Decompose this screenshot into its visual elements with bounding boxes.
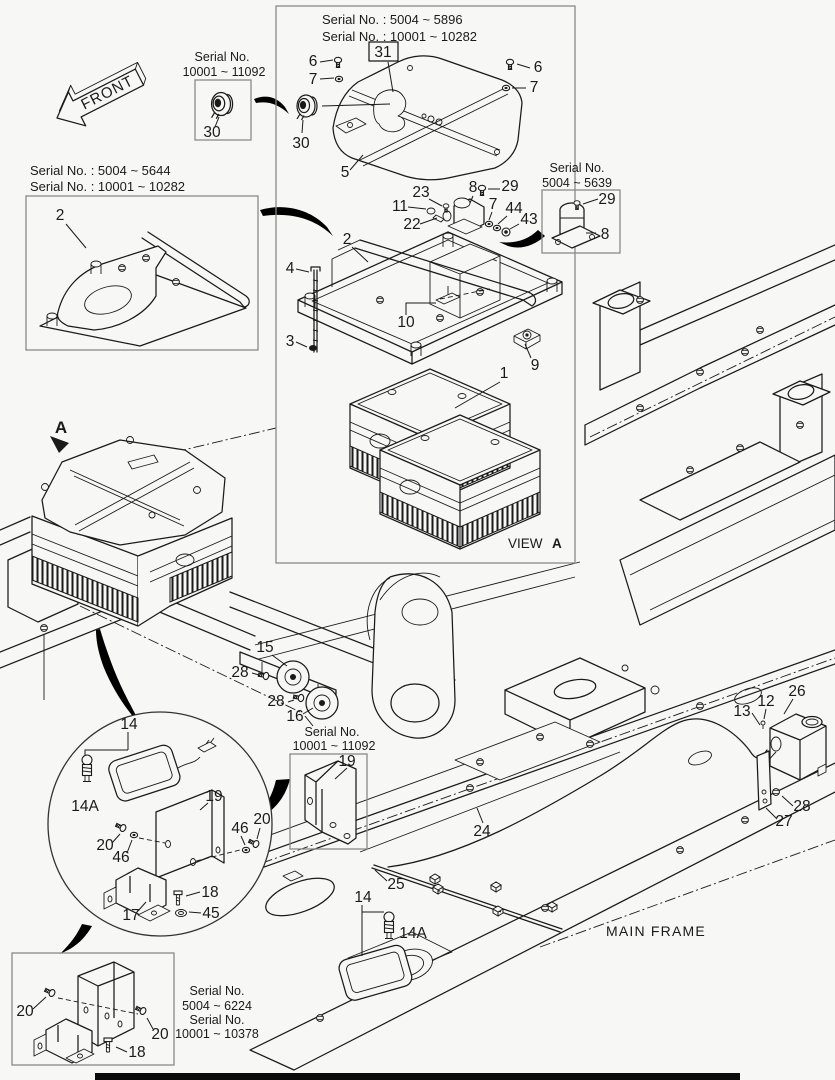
callout-18-box: 18: [128, 1044, 145, 1061]
callout-4: 4: [286, 260, 295, 277]
callout-14a-bottom: 14A: [399, 925, 427, 942]
callout-20-circle-right: 20: [253, 811, 271, 828]
serial-grommet-1: Serial No.: [195, 50, 250, 64]
callout-46-right: 46: [231, 820, 248, 837]
relay-inset-box: Serial No. 5004 ~ 5639 29 8: [541, 161, 621, 254]
grommet-main: 30: [292, 94, 391, 152]
serial-grommet-2: 10001 ~ 11092: [183, 65, 266, 79]
callout-5: 5: [341, 164, 350, 181]
callout-10: 10: [397, 314, 415, 331]
callout-6-left: 6: [309, 53, 318, 70]
horn-bracket-inset-box: Serial No. 10001 ~ 11092 19: [289, 725, 376, 850]
callout-8-center: 8: [469, 179, 478, 196]
callout-3: 3: [286, 333, 295, 350]
callout-19-inset: 19: [338, 753, 355, 770]
callout-28-horn2: 28: [267, 693, 284, 710]
leader-5: [349, 154, 364, 171]
lamp-bracket-inset-box: 20 20 18: [11, 952, 175, 1066]
callout-26: 26: [788, 683, 805, 700]
callout-9: 9: [531, 357, 540, 374]
callout-11: 11: [392, 198, 408, 215]
main-frame-label: MAIN FRAME: [606, 923, 706, 939]
callout-8-inset: 8: [601, 226, 610, 243]
callout-30-inset: 30: [203, 124, 221, 141]
callout-31: 31: [374, 44, 391, 61]
callout-14a-circle: 14A: [71, 798, 99, 815]
callout-7-left: 7: [309, 71, 318, 88]
callout-46-left: 46: [112, 849, 129, 866]
battery-tray-drawing: 2 4 3 10 9: [286, 231, 563, 374]
callout-28-tank: 28: [793, 798, 810, 815]
grommet-inset-box: Serial No. 10001 ~ 11092 30: [183, 50, 266, 141]
serial-tray-2: Serial No. : 10001 ~ 10282: [30, 179, 185, 194]
top-cover-serial-block: Serial No. : 5004 ~ 5896 Serial No. : 10…: [322, 12, 477, 44]
callout-27: 27: [775, 813, 792, 830]
callout-30-main: 30: [292, 135, 310, 152]
callout-7-center: 7: [489, 196, 498, 213]
callout-29-inset: 29: [598, 191, 615, 208]
callout-23: 23: [412, 184, 429, 201]
horn-assembly: 15 28 28 16: [231, 639, 339, 727]
view-a-caption: VIEW A: [508, 536, 562, 551]
serial-relay-1: Serial No.: [550, 161, 605, 175]
serial-tray-1: Serial No. : 5004 ~ 5644: [30, 163, 171, 178]
serial-lampbr-3: Serial No.: [190, 1013, 245, 1027]
view-marker-letter: A: [55, 418, 67, 437]
lamp-bracket-serial-block: Serial No. 5004 ~ 6224 Serial No. 10001 …: [175, 984, 259, 1041]
callout-29-center: 29: [501, 178, 518, 195]
callout-12: 12: [757, 693, 774, 710]
callout-18-circle: 18: [201, 884, 218, 901]
callout-22: 22: [403, 216, 420, 233]
callout-14-circle: 14: [120, 716, 138, 733]
main-frame-drawing: [0, 244, 835, 1071]
callout-16: 16: [286, 708, 303, 725]
callout-45: 45: [202, 905, 219, 922]
callout-20-circle-left: 20: [96, 837, 114, 854]
lamp-detail-circle: 14 14A 19 20 46 46 20 18 45: [47, 711, 273, 937]
washer-tank-assembly: 26 12 13 28 27 24 25: [371, 683, 827, 933]
serial-lampbr-2: 5004 ~ 6224: [182, 999, 252, 1013]
view-caption-letter: A: [552, 536, 562, 551]
serial-lampbr-1: Serial No.: [190, 984, 245, 998]
callout-20-box-right: 20: [151, 1026, 169, 1043]
callout-25: 25: [387, 876, 404, 893]
tray-inset-box: Serial No. : 5004 ~ 5644 Serial No. : 10…: [25, 163, 259, 351]
serial-top-cover-2: Serial No. : 10001 ~ 10282: [322, 29, 477, 44]
callout-1: 1: [500, 365, 509, 382]
serial-lampbr-4: 10001 ~ 10378: [175, 1027, 259, 1041]
serial-relay-2: 5004 ~ 5639: [542, 176, 612, 190]
lamp-installed-bottom: 14 14A: [338, 889, 453, 1001]
callout-7-right: 7: [530, 79, 539, 96]
battery-cover-drawing: [332, 55, 523, 476]
callout-17: 17: [122, 907, 139, 924]
relay-cluster: 8 29 23 11 22 7 44 43: [392, 178, 538, 237]
callout-31-boxed: 31: [368, 41, 399, 93]
cover-screw-callouts: 6 7 6 7: [309, 53, 543, 96]
callout-15: 15: [256, 639, 273, 656]
callout-13: 13: [733, 703, 750, 720]
callout-43: 43: [520, 211, 537, 228]
callout-28-horn1: 28: [231, 664, 248, 681]
callout-2-center: 2: [343, 231, 352, 248]
assembled-battery-drawing: [7, 436, 233, 700]
callout-6-right: 6: [534, 59, 543, 76]
serial-horn-1: Serial No.: [305, 725, 360, 739]
callout-14-bottom: 14: [354, 889, 372, 906]
view-a-marker: A: [50, 418, 69, 453]
callout-24: 24: [473, 823, 491, 840]
view-a-inset-box: [275, 5, 576, 564]
callout-19-circle: 19: [205, 788, 222, 805]
callout-44: 44: [505, 200, 523, 217]
batteries-drawing: 1: [349, 365, 541, 550]
serial-top-cover-1: Serial No. : 5004 ~ 5896: [322, 12, 463, 27]
callout-2-inset: 2: [56, 207, 65, 224]
serial-horn-2: 10001 ~ 11092: [293, 739, 376, 753]
callout-20-box-left: 20: [16, 1003, 34, 1020]
view-caption-word: VIEW: [508, 536, 543, 551]
page-footer-bar: [95, 1073, 740, 1080]
